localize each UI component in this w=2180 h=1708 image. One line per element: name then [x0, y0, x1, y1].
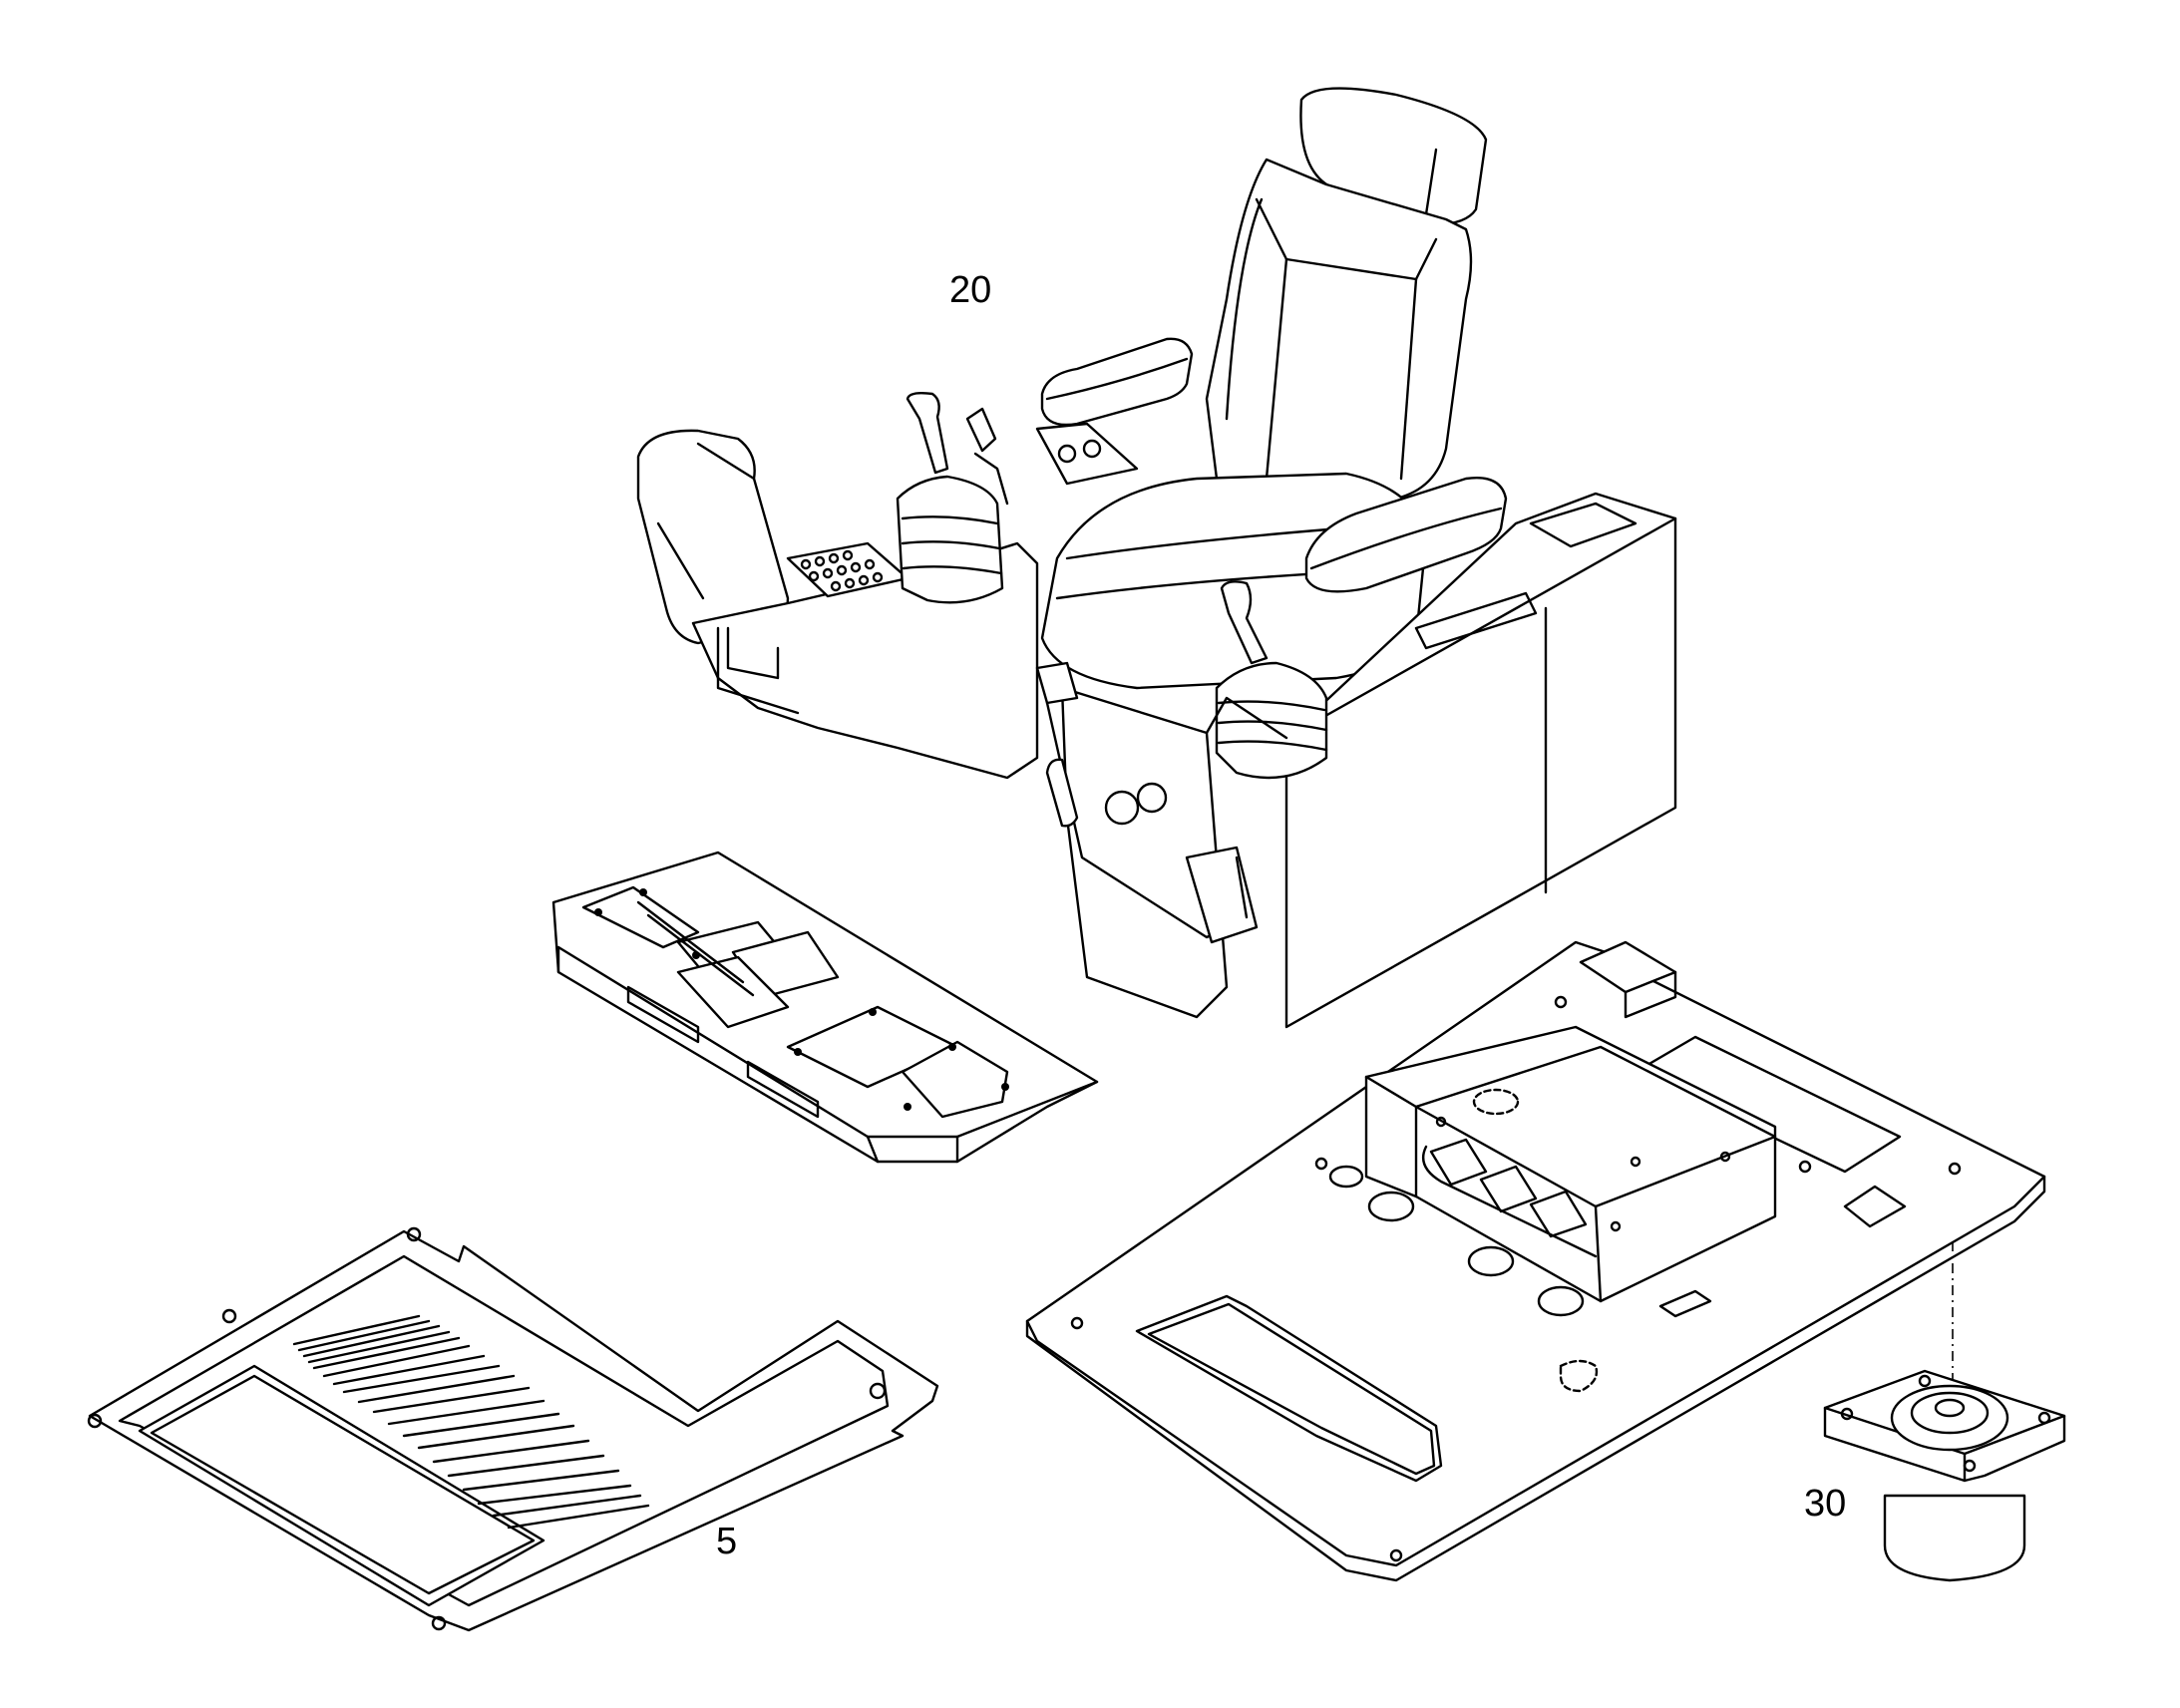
- seat-back: [1205, 87, 1488, 511]
- operator-seat-console-assembly: [636, 87, 1677, 1029]
- callout-label-5: 5: [716, 1521, 738, 1562]
- perforated-plate: [800, 549, 884, 592]
- lower-pedestal-levers: [1035, 661, 1288, 1019]
- left-joystick: [896, 391, 1009, 604]
- seat-right-armrest: [1304, 477, 1508, 593]
- pedal-floor-assembly: [551, 851, 1099, 1164]
- floor-mat: [87, 1226, 939, 1632]
- rubber-mount: [1823, 1241, 2066, 1582]
- callout-label-20: 20: [949, 269, 992, 311]
- cab-floor-plate: [1025, 940, 2046, 1582]
- ribbed-tread-area: [292, 1314, 650, 1530]
- right-joystick: [1215, 580, 1328, 780]
- floor-mounted-controller-box: [1364, 1025, 1777, 1303]
- seat-left-armrest: [1035, 337, 1194, 486]
- callout-label-30: 30: [1804, 1483, 1847, 1525]
- left-armrest: [636, 429, 790, 645]
